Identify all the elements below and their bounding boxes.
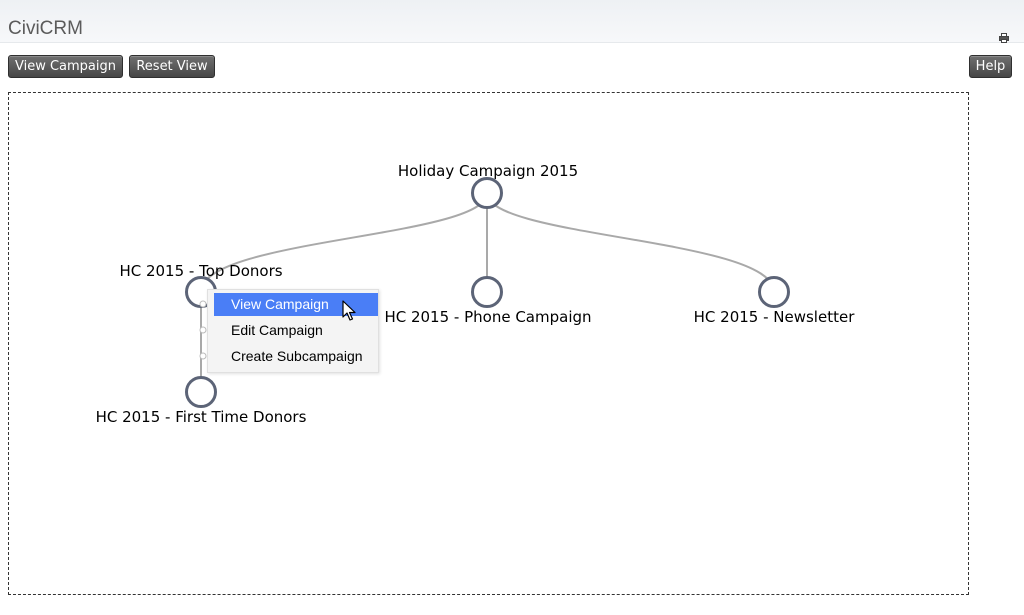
menu-item-view-campaign[interactable]: View Campaign: [214, 293, 378, 316]
help-button[interactable]: Help: [969, 55, 1012, 78]
menu-connector-dot: [199, 352, 207, 360]
tree-node-newsletter[interactable]: [758, 276, 790, 308]
tree-node-phone-campaign[interactable]: [471, 276, 503, 308]
node-label-newsletter: HC 2015 - Newsletter: [694, 308, 856, 326]
node-label-top-donors: HC 2015 - Top Donors: [119, 262, 282, 280]
view-campaign-button[interactable]: View Campaign: [8, 55, 123, 78]
node-label-phone-campaign: HC 2015 - Phone Campaign: [384, 308, 591, 326]
menu-item-edit-campaign[interactable]: Edit Campaign: [231, 322, 323, 338]
reset-view-button[interactable]: Reset View: [129, 55, 215, 78]
app-title: CiviCRM: [8, 18, 83, 39]
print-icon[interactable]: [999, 33, 1009, 43]
tree-node-root[interactable]: [471, 177, 503, 209]
menu-item-create-subcampaign[interactable]: Create Subcampaign: [231, 348, 363, 364]
tree-link: [200, 192, 488, 293]
app-header: CiviCRM: [0, 0, 1024, 43]
menu-connector-dot: [199, 326, 207, 334]
node-label-first-time-donors: HC 2015 - First Time Donors: [96, 408, 307, 426]
menu-connector-dot: [199, 300, 207, 308]
mouse-pointer-icon: [342, 300, 356, 321]
node-label-root: Holiday Campaign 2015: [398, 162, 578, 180]
tree-node-first-time-donors[interactable]: [185, 376, 217, 408]
tree-link: [486, 192, 775, 293]
node-context-menu: View Campaign Edit Campaign Create Subca…: [207, 289, 379, 373]
campaign-tree-canvas[interactable]: [8, 92, 969, 595]
